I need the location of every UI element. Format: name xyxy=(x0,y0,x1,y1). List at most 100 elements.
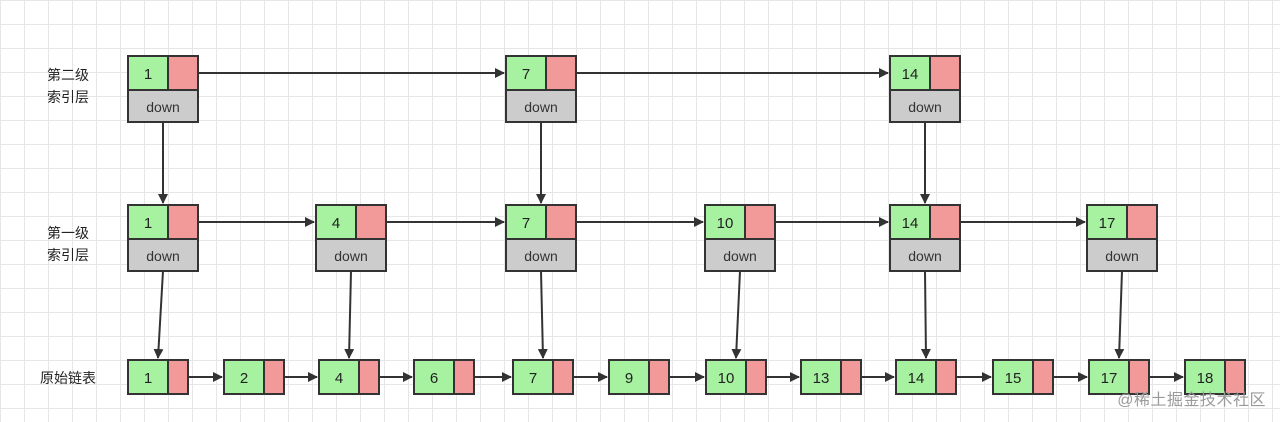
node-value-label: 14 xyxy=(902,215,919,232)
node-down-cell xyxy=(505,238,577,272)
node-down-cell xyxy=(889,238,961,272)
node-value-cell xyxy=(705,359,747,395)
second-index-node: 14 down xyxy=(889,55,961,123)
node-pointer-cell xyxy=(1128,359,1150,395)
node-value-label: 1 xyxy=(144,370,152,387)
node-value-cell xyxy=(505,55,547,91)
node-value-cell xyxy=(704,204,746,240)
node-value-label: 7 xyxy=(529,370,537,387)
node-pointer-cell xyxy=(745,359,767,395)
node-down-cell xyxy=(315,238,387,272)
node-pointer-cell xyxy=(552,359,574,395)
first-index-node: 4 down xyxy=(315,204,387,272)
node-value-label: 4 xyxy=(332,215,340,232)
node-down-label: down xyxy=(1105,248,1138,264)
first-index-node: 1 down xyxy=(127,204,199,272)
node-pointer-cell xyxy=(1224,359,1246,395)
node-down-label: down xyxy=(146,248,179,264)
node-value-label: 14 xyxy=(908,370,925,387)
node-value-label: 17 xyxy=(1099,215,1116,232)
node-down-cell xyxy=(127,89,199,123)
second-index-node: 1 down xyxy=(127,55,199,123)
node-pointer-cell xyxy=(453,359,475,395)
level-label-raw-list: 原始链表 xyxy=(40,370,96,386)
node-down-label: down xyxy=(524,248,557,264)
node-down-label: down xyxy=(524,99,557,115)
node-value-label: 1 xyxy=(144,66,152,83)
node-pointer-cell xyxy=(167,359,189,395)
node-down-label: down xyxy=(146,99,179,115)
node-value-cell xyxy=(223,359,265,395)
node-pointer-cell xyxy=(744,204,776,240)
node-value-label: 4 xyxy=(335,370,343,387)
node-pointer-cell xyxy=(358,359,380,395)
down-arrow xyxy=(731,270,742,359)
node-value-label: 10 xyxy=(718,370,735,387)
raw-list-node: 15 xyxy=(992,359,1054,395)
node-value-label: 14 xyxy=(902,66,919,83)
node-pointer-cell xyxy=(167,55,199,91)
node-pointer-cell xyxy=(648,359,670,395)
node-value-label: 17 xyxy=(1101,370,1118,387)
node-value-cell xyxy=(889,55,931,91)
second-index-node: 7 down xyxy=(505,55,577,123)
node-down-cell xyxy=(505,89,577,123)
node-pointer-cell xyxy=(545,204,577,240)
node-pointer-cell xyxy=(355,204,387,240)
node-value-cell xyxy=(1088,359,1130,395)
down-arrow xyxy=(920,270,931,359)
raw-list-node: 9 xyxy=(608,359,670,395)
node-value-label: 13 xyxy=(813,370,830,387)
node-value-cell xyxy=(413,359,455,395)
node-value-label: 7 xyxy=(522,215,530,232)
first-index-node: 17 down xyxy=(1086,204,1158,272)
node-pointer-cell xyxy=(840,359,862,395)
node-value-label: 15 xyxy=(1005,370,1022,387)
node-down-label: down xyxy=(334,248,367,264)
raw-list-node: 6 xyxy=(413,359,475,395)
raw-list-node: 18 xyxy=(1184,359,1246,395)
node-value-label: 6 xyxy=(430,370,438,387)
node-pointer-cell xyxy=(1032,359,1054,395)
node-down-cell xyxy=(704,238,776,272)
raw-list-node: 13 xyxy=(800,359,862,395)
level-label-first-index: 第一级 索引层 xyxy=(47,225,89,263)
first-index-node: 7 down xyxy=(505,204,577,272)
down-arrow xyxy=(537,270,548,359)
raw-list-node: 2 xyxy=(223,359,285,395)
node-pointer-cell xyxy=(263,359,285,395)
node-value-label: 1 xyxy=(144,215,152,232)
node-down-label: down xyxy=(908,248,941,264)
watermark: @稀土掘金技术社区 xyxy=(1117,392,1266,409)
level-label-second-index: 第二级 索引层 xyxy=(47,67,89,105)
node-pointer-cell xyxy=(167,204,199,240)
raw-list-node: 7 xyxy=(512,359,574,395)
raw-list-node: 4 xyxy=(318,359,380,395)
down-arrow xyxy=(344,270,355,359)
node-down-cell xyxy=(1086,238,1158,272)
node-down-label: down xyxy=(908,99,941,115)
node-value-label: 18 xyxy=(1197,370,1214,387)
down-arrow xyxy=(1114,270,1125,359)
node-down-cell xyxy=(889,89,961,123)
first-index-node: 10 down xyxy=(704,204,776,272)
node-pointer-cell xyxy=(929,204,961,240)
node-pointer-cell xyxy=(929,55,961,91)
raw-list-node: 1 xyxy=(127,359,189,395)
node-value-cell xyxy=(895,359,937,395)
raw-list-node: 10 xyxy=(705,359,767,395)
node-pointer-cell xyxy=(545,55,577,91)
node-down-cell xyxy=(127,238,199,272)
raw-list-node: 17 xyxy=(1088,359,1150,395)
node-pointer-cell xyxy=(1126,204,1158,240)
raw-list-node: 14 xyxy=(895,359,957,395)
node-value-label: 9 xyxy=(625,370,633,387)
node-value-cell xyxy=(992,359,1034,395)
node-pointer-cell xyxy=(935,359,957,395)
node-value-label: 10 xyxy=(717,215,734,232)
first-index-node: 14 down xyxy=(889,204,961,272)
node-value-label: 7 xyxy=(522,66,530,83)
node-down-label: down xyxy=(723,248,756,264)
down-arrow xyxy=(153,270,164,359)
